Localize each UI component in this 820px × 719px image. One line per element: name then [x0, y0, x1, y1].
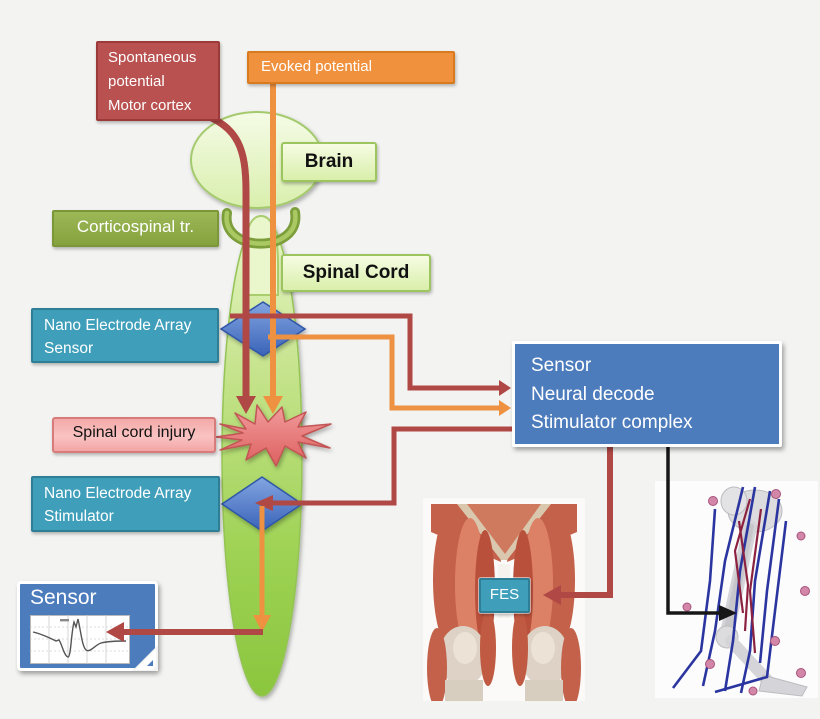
sensor-card-title: Sensor — [30, 586, 97, 609]
injury-burst-shape — [215, 404, 332, 467]
corticospinal-ring — [221, 207, 301, 249]
sensor-waveform-card: Sensor — [17, 581, 158, 671]
sensor-neural-decode-stimulator-box: Sensor Neural decode Stimulator complex — [512, 341, 782, 447]
folded-corner — [132, 645, 158, 671]
fes-box: FES — [479, 578, 530, 613]
brain-label: Brain — [281, 142, 377, 182]
nano-electrode-stimulator-box: Nano Electrode Array Stimulator — [31, 476, 220, 532]
sensor-to-complex-orange-arrow — [268, 334, 511, 416]
corticospinal-tract-box: Corticospinal tr. — [52, 210, 219, 247]
spontaneous-potential-box: Spontaneous potential Motor cortex — [96, 41, 220, 121]
nano-electrode-sensor-box: Nano Electrode Array Sensor — [31, 308, 219, 363]
complex-to-fes-arrow — [543, 447, 613, 605]
evoked-potential-arrow — [263, 84, 283, 414]
cord-to-sensor-card-arrow — [106, 622, 263, 642]
spinal-cord-injury-box: Spinal cord injury — [52, 417, 216, 453]
evoked-potential-box: Evoked potential — [247, 51, 455, 84]
complex-to-stimulator-arrow — [255, 426, 512, 511]
spinal-cord-label: Spinal Cord — [281, 254, 431, 292]
sensor-to-complex-arrow — [230, 313, 511, 396]
complex-to-model-arrow — [666, 447, 737, 621]
evoked-response-waveform-chart — [30, 615, 130, 664]
stimulator-down-arrow — [253, 506, 271, 632]
